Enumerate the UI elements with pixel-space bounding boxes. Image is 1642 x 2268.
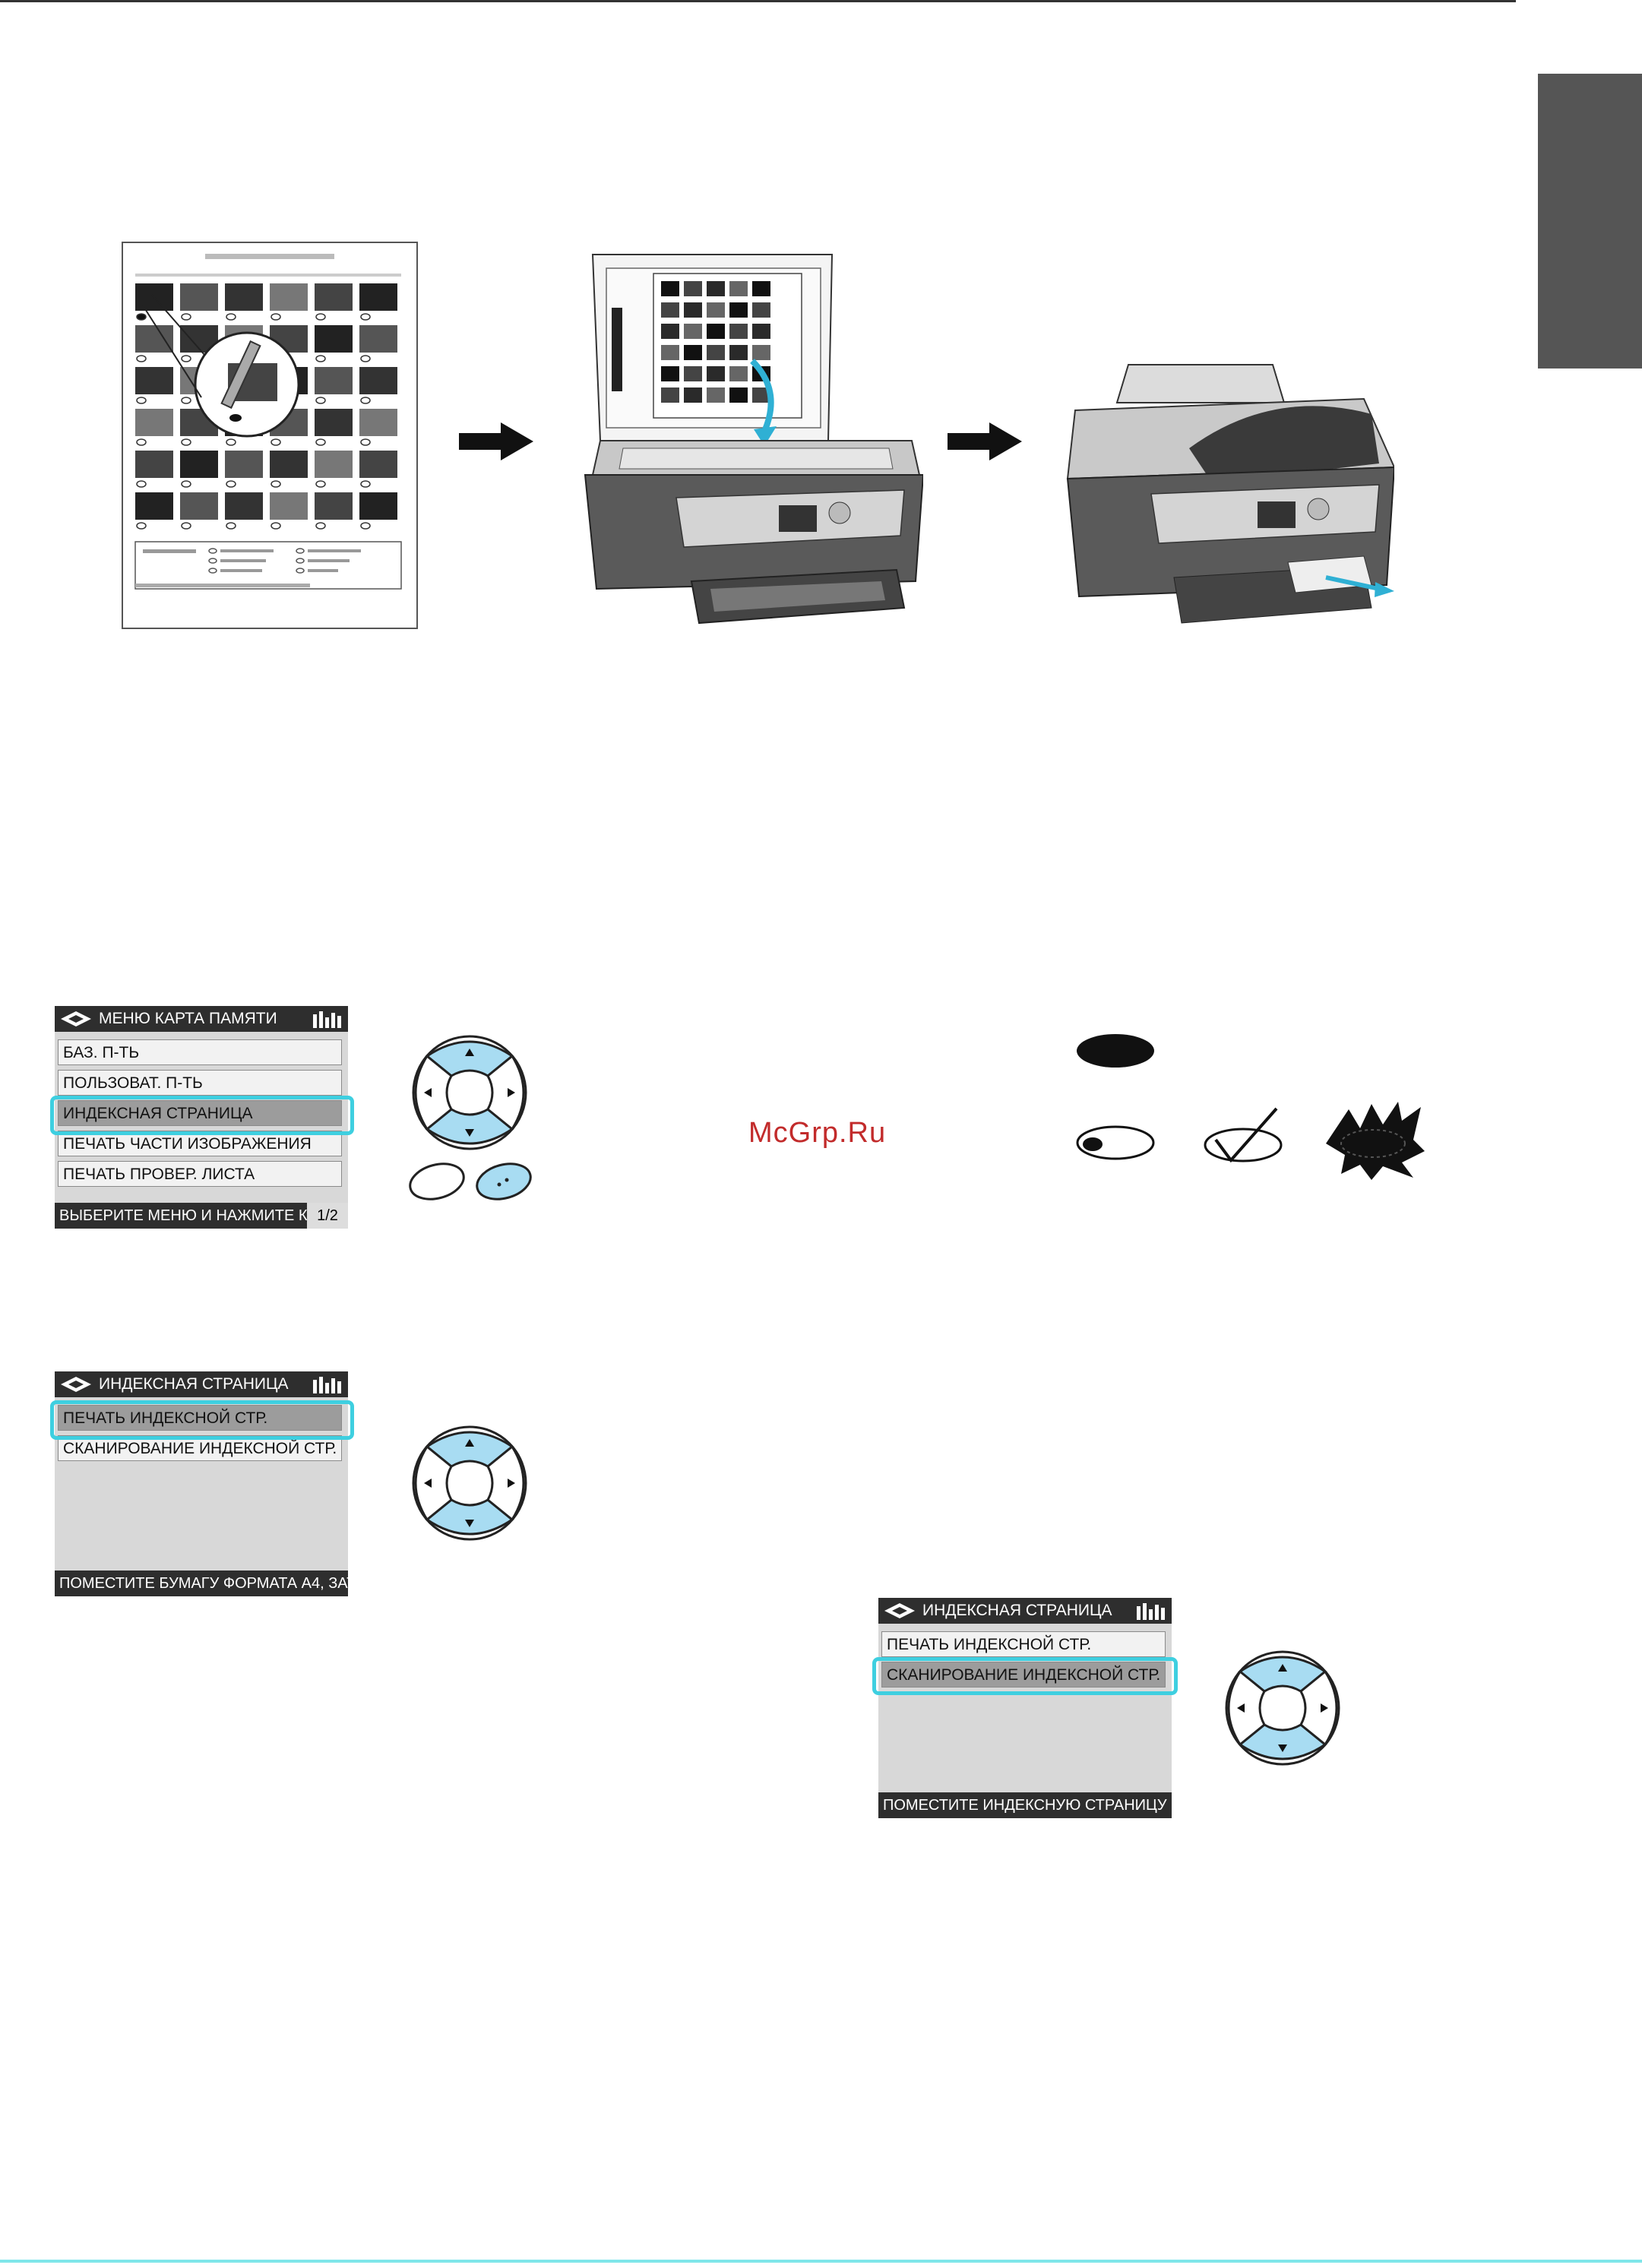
menu-item-print-index[interactable]: ПЕЧАТЬ ИНДЕКСНОЙ СТР.: [881, 1631, 1166, 1657]
lcd-title: ИНДЕКСНАЯ СТРАНИЦА: [99, 1375, 289, 1393]
dpad-icon[interactable]: [1222, 1647, 1343, 1769]
lcd-title: МЕНЮ КАРТА ПАМЯТИ: [99, 1010, 277, 1027]
check-oval-icon: [1204, 1107, 1283, 1163]
card-menu-icon: [61, 1377, 91, 1392]
card-menu-icon: [884, 1603, 915, 1618]
bottom-rule: [0, 2260, 1642, 2263]
page-indicator: 1/2: [307, 1203, 348, 1229]
dot-oval-icon: [1076, 1125, 1155, 1160]
lcd-title-bar: МЕНЮ КАРТА ПАМЯТИ: [55, 1006, 348, 1032]
signal-icon: [313, 1377, 341, 1393]
oval-buttons-icon[interactable]: [407, 1159, 534, 1204]
filled-oval-icon: [1077, 1034, 1154, 1068]
lcd-index-scan: ИНДЕКСНАЯ СТРАНИЦА ПЕЧАТЬ ИНДЕКСНОЙ СТР.…: [878, 1598, 1172, 1818]
watermark: McGrp.Ru: [748, 1117, 887, 1149]
selection-highlight: [50, 1400, 354, 1440]
lcd-title-bar: ИНДЕКСНАЯ СТРАНИЦА: [55, 1371, 348, 1397]
printer-output-illustration: [1066, 364, 1394, 624]
side-tab: [1538, 74, 1642, 369]
menu-item-proof-sheet[interactable]: ПЕЧАТЬ ПРОВЕР. ЛИСТА: [58, 1161, 342, 1187]
menu-item-scan-index[interactable]: СКАНИРОВАНИЕ ИНДЕКСНОЙ СТР.: [881, 1662, 1166, 1688]
arrow-right-icon: [948, 422, 1022, 460]
scribbled-oval-icon: [1326, 1102, 1425, 1180]
lcd-title: ИНДЕКСНАЯ СТРАНИЦА: [922, 1602, 1112, 1619]
arrow-right-icon: [459, 422, 533, 460]
menu-item-index-page[interactable]: ИНДЕКСНАЯ СТРАНИЦА: [58, 1100, 342, 1126]
menu-item-basic[interactable]: БАЗ. П-ТЬ: [58, 1039, 342, 1065]
card-menu-icon: [61, 1011, 91, 1026]
lcd-memory-menu: МЕНЮ КАРТА ПАМЯТИ БАЗ. П-ТЬ ПОЛЬЗОВАТ. П…: [55, 1006, 348, 1229]
top-rule: [0, 0, 1516, 2]
signal-icon: [313, 1011, 341, 1028]
lcd-footer: ПОМЕСТИТЕ ИНДЕКСНУЮ СТРАНИЦУ В СКАНЕ: [878, 1792, 1172, 1818]
menu-item-custom[interactable]: ПОЛЬЗОВАТ. П-ТЬ: [58, 1070, 342, 1096]
lcd-title-bar: ИНДЕКСНАЯ СТРАНИЦА: [878, 1598, 1172, 1624]
selection-highlight: [872, 1657, 1178, 1695]
lcd-footer: ПОМЕСТИТЕ БУМАГУ ФОРМАТА А4, ЗАТЕМ НАЖ: [55, 1571, 348, 1596]
signal-icon: [1137, 1603, 1165, 1620]
menu-item-print-index[interactable]: ПЕЧАТЬ ИНДЕКСНОЙ СТР.: [58, 1405, 342, 1431]
scanner-open-illustration: [584, 254, 923, 625]
index-sheet-illustration: [122, 242, 418, 629]
selection-highlight: [50, 1096, 354, 1135]
lcd-footer: ВЫБЕРИТЕ МЕНЮ И НАЖМИТЕ КНОПКУ С: [55, 1203, 348, 1229]
dpad-icon[interactable]: [409, 1422, 530, 1544]
dpad-icon[interactable]: [409, 1032, 530, 1153]
